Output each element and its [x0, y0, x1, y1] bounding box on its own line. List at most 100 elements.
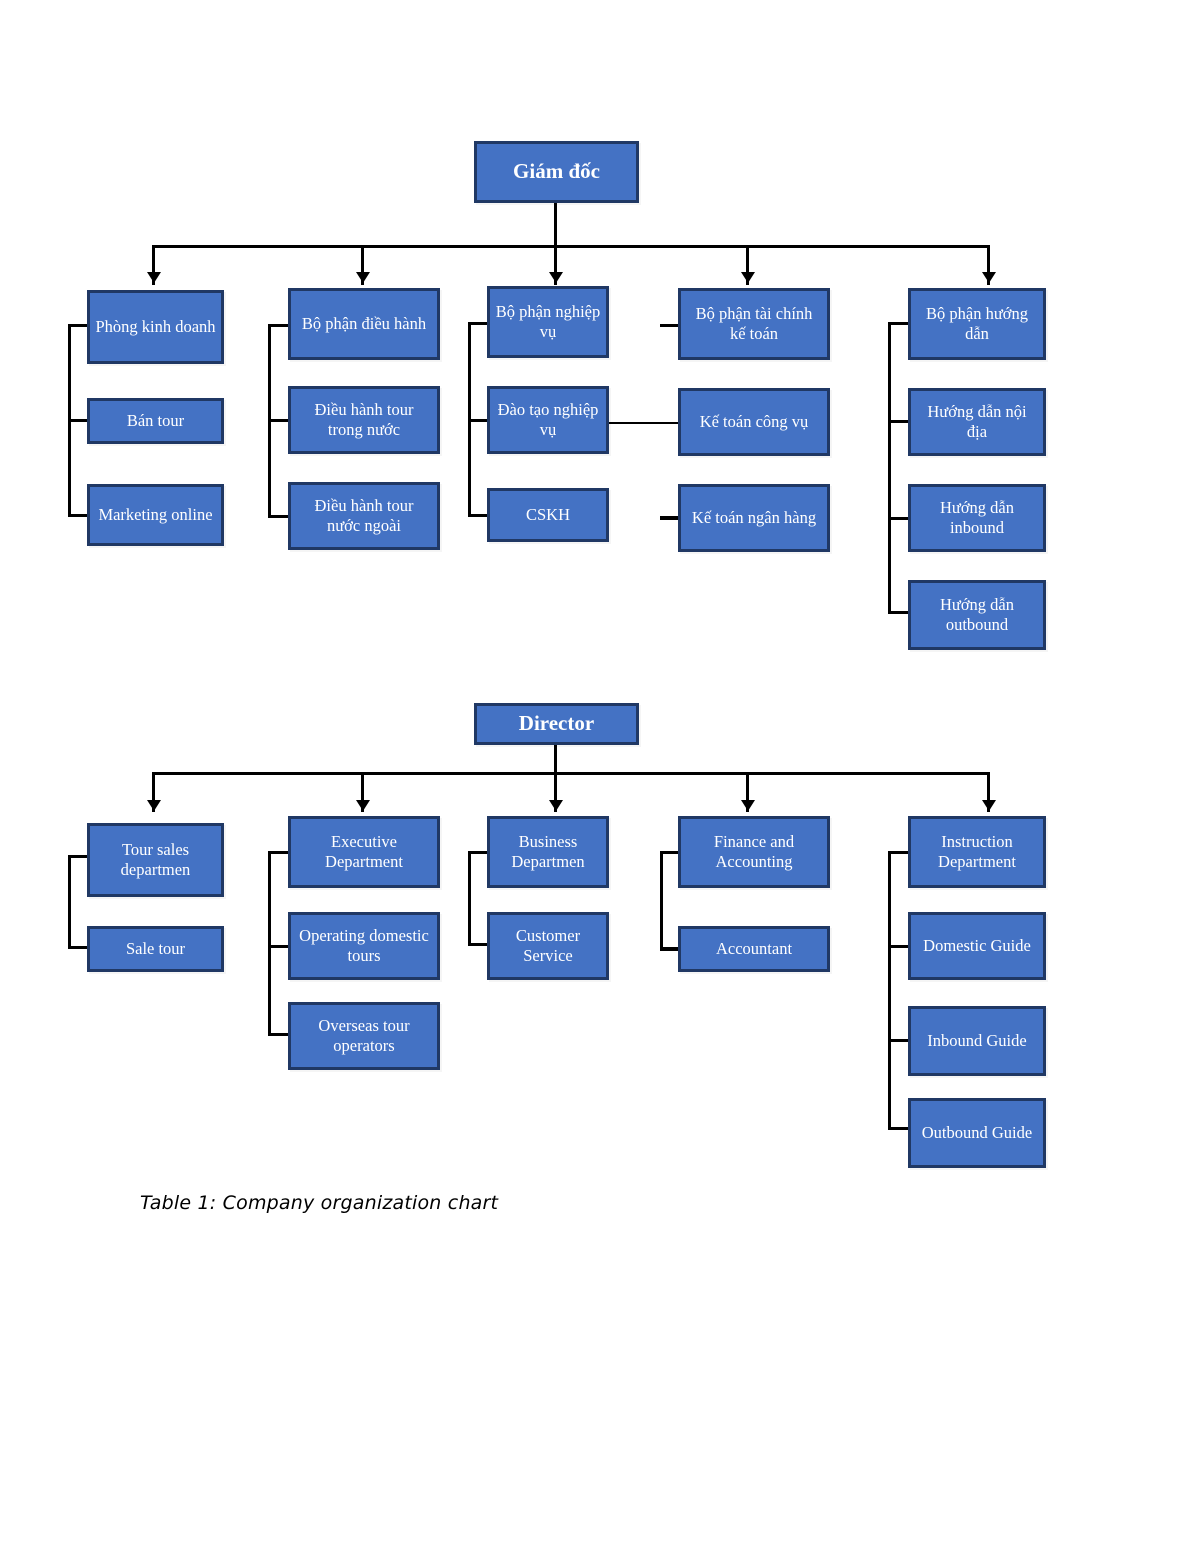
node-vi-dept-0-child-0[interactable]: Bán tour	[87, 398, 224, 444]
node-label: Đào tạo nghiệp vụ	[497, 399, 599, 439]
node-label: Bộ phận điều hành	[301, 313, 427, 333]
connector-drop-en-2	[554, 772, 557, 812]
connector-stub-en-2-1	[468, 943, 490, 946]
node-label: Bộ phận hướng dẫn	[926, 303, 1028, 343]
connector-stub-vi-1-0	[268, 324, 291, 327]
node-en-dept-3[interactable]: Finance and Accounting	[678, 816, 830, 888]
node-en-dept-4-child-0[interactable]: Domestic Guide	[908, 912, 1046, 980]
arrow-icon	[741, 800, 755, 811]
node-en-dept-1[interactable]: Executive Department	[288, 816, 440, 888]
node-en-dept-1-child-1[interactable]: Overseas tour operators	[288, 1002, 440, 1070]
node-label: Finance and Accounting	[713, 831, 795, 871]
node-vi-dept-4-child-2[interactable]: Hướng dẫn outbound	[908, 580, 1046, 650]
node-en-dept-0-child-0[interactable]: Sale tour	[87, 926, 224, 972]
node-vi-dept-3-child-1[interactable]: Kế toán ngân hàng	[678, 484, 830, 552]
node-vi-dept-1[interactable]: Bộ phận điều hành	[288, 288, 440, 360]
node-en-dept-1-child-0[interactable]: Operating domestic tours	[288, 912, 440, 980]
node-en-dept-4-child-2[interactable]: Outbound Guide	[908, 1098, 1046, 1168]
connector-drop-vi-0	[152, 245, 155, 285]
node-en-dept-2-child-0[interactable]: Customer Service	[487, 912, 609, 980]
node-vi-dept-2-child-1[interactable]: CSKH	[487, 488, 609, 542]
connector-stub-en-4-3	[888, 1127, 911, 1130]
connector-stub-en-4-2	[888, 1039, 911, 1042]
connector-stub-en-3-0	[660, 851, 682, 854]
arrow-icon	[549, 272, 563, 283]
connector-stub-vi-0-1	[68, 419, 90, 422]
arrow-icon	[147, 272, 161, 283]
node-label: Kế toán công vụ	[699, 411, 809, 431]
connector-drop-en-4	[987, 772, 990, 812]
node-label: Giám đốc	[513, 159, 600, 184]
node-label: Hướng dẫn nội địa	[927, 401, 1027, 441]
node-label: Business Departmen	[511, 831, 585, 871]
node-vi-dept-0-child-1[interactable]: Marketing online	[87, 484, 224, 546]
node-label: Kế toán ngân hàng	[691, 507, 817, 527]
connector-drop-vi-2	[554, 245, 557, 285]
node-vi-dept-4[interactable]: Bộ phận hướng dẫn	[908, 288, 1046, 360]
node-label: Accountant	[715, 938, 793, 958]
connector-spine-en-1	[268, 851, 271, 1035]
connector-drop-vi-1	[361, 245, 364, 285]
arrow-icon	[147, 800, 161, 811]
node-vi-dept-2[interactable]: Bộ phận nghiệp vụ	[487, 286, 609, 358]
connector-spine-en-4	[888, 851, 891, 1130]
node-label: Instruction Department	[938, 831, 1016, 871]
connector-stub-vi-2-2	[468, 514, 490, 517]
connector-stub-vi-3-2	[660, 516, 682, 520]
connector-stub-en-0-1	[68, 946, 90, 949]
node-vi-dept-2-child-0[interactable]: Đào tạo nghiệp vụ	[487, 386, 609, 454]
connector-drop-en-0	[152, 772, 155, 812]
connector-spine-en-2	[468, 851, 471, 946]
node-vi-dept-4-child-1[interactable]: Hướng dẫn inbound	[908, 484, 1046, 552]
node-label: Sale tour	[125, 938, 186, 958]
connector-cross-vi	[545, 422, 710, 424]
connector-bus-vi	[152, 245, 990, 248]
connector-bus-en	[152, 772, 990, 775]
node-en-dept-4-child-1[interactable]: Inbound Guide	[908, 1006, 1046, 1076]
connector-stub-en-0-0	[68, 855, 90, 858]
connector-root-stem-en	[554, 745, 557, 772]
connector-stub-en-1-1	[268, 945, 291, 948]
node-root-vi[interactable]: Giám đốc	[474, 141, 639, 203]
node-root-en[interactable]: Director	[474, 703, 639, 745]
connector-stub-vi-3-0	[660, 324, 682, 327]
connector-spine-vi-4	[888, 322, 891, 614]
node-label: Tour sales departmen	[120, 839, 191, 879]
arrow-icon	[982, 800, 996, 811]
connector-spine-vi-2	[468, 322, 471, 515]
node-label: Overseas tour operators	[318, 1015, 410, 1055]
arrow-icon	[356, 800, 370, 811]
connector-root-stem-vi	[554, 203, 557, 245]
node-vi-dept-4-child-0[interactable]: Hướng dẫn nội địa	[908, 388, 1046, 456]
arrow-icon	[356, 272, 370, 283]
node-label: Điều hành tour trong nước	[314, 399, 414, 439]
node-vi-dept-1-child-0[interactable]: Điều hành tour trong nước	[288, 386, 440, 454]
connector-stub-en-4-1	[888, 945, 911, 948]
connector-stub-vi-0-0	[68, 324, 90, 327]
node-en-dept-0[interactable]: Tour sales departmen	[87, 823, 224, 897]
connector-drop-vi-3	[746, 245, 749, 285]
node-en-dept-2[interactable]: Business Departmen	[487, 816, 609, 888]
connector-drop-en-3	[746, 772, 749, 812]
node-label: Bán tour	[126, 410, 185, 430]
node-label: Executive Department	[325, 831, 403, 871]
node-en-dept-4[interactable]: Instruction Department	[908, 816, 1046, 888]
node-vi-dept-0[interactable]: Phòng kinh doanh	[87, 290, 224, 364]
connector-stub-en-4-0	[888, 851, 911, 854]
node-label: Marketing online	[98, 504, 213, 524]
connector-stub-vi-4-3	[888, 611, 911, 614]
connector-drop-vi-4	[987, 245, 990, 285]
connector-stub-en-1-2	[268, 1033, 291, 1036]
arrow-icon	[982, 272, 996, 283]
node-vi-dept-1-child-1[interactable]: Điều hành tour nước ngoài	[288, 482, 440, 550]
node-en-dept-3-child-0[interactable]: Accountant	[678, 926, 830, 972]
node-vi-dept-3[interactable]: Bộ phận tài chính kế toán	[678, 288, 830, 360]
connector-spine-en-3	[660, 851, 663, 950]
arrow-icon	[741, 272, 755, 283]
node-vi-dept-3-child-0[interactable]: Kế toán công vụ	[678, 388, 830, 456]
node-label: Domestic Guide	[923, 935, 1031, 955]
arrow-icon	[549, 800, 563, 811]
connector-stub-vi-2-0	[468, 322, 490, 325]
connector-stub-vi-4-1	[888, 420, 911, 423]
